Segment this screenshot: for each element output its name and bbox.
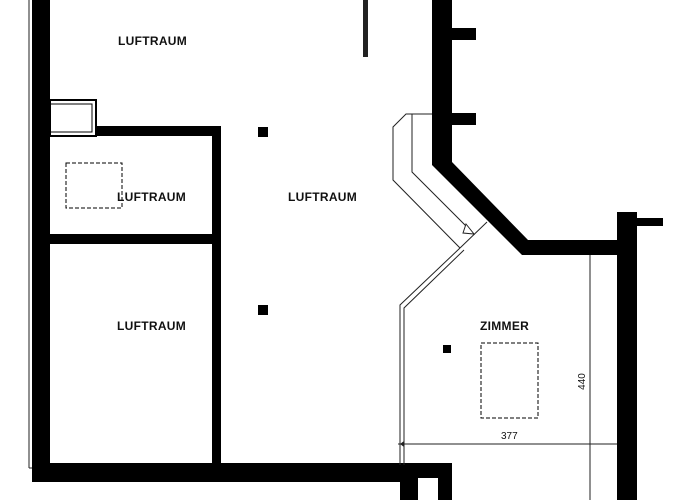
niche-box: [49, 99, 97, 137]
left-exterior-wall: [32, 0, 50, 466]
wall-stub-1: [452, 28, 476, 40]
room-label-luftraum-small-left: LUFTRAUM: [117, 190, 187, 204]
dimension-width: 377: [501, 431, 518, 442]
room-label-zimmer: ZIMMER: [480, 319, 530, 333]
pillar-3: [443, 345, 451, 353]
dimension-depth: 440: [576, 373, 588, 390]
room-label-luftraum-bottom-left: LUFTRAUM: [117, 319, 187, 333]
zimmer-wall-line-a: [399, 247, 461, 465]
pillar-1: [258, 127, 268, 137]
room-label-luftraum-center: LUFTRAUM: [288, 190, 358, 204]
right-diagonal-wall: [432, 0, 618, 255]
bottom-stub-gap: [418, 478, 438, 500]
room-label-luftraum-top-left: LUFTRAUM: [118, 34, 188, 48]
ramp-inner: [411, 114, 471, 231]
dim-arrow-left-icon: [400, 441, 404, 447]
ramp-outer: [392, 113, 461, 249]
ramp-arrow-icon: [462, 222, 476, 235]
middle-horizontal-wall: [50, 234, 220, 244]
niche-inner: [49, 103, 93, 133]
far-right-stub: [637, 218, 663, 226]
zimmer-wall-line-b: [403, 249, 465, 465]
upper-inner-wall: [95, 126, 220, 136]
wall-stub-2: [452, 113, 476, 125]
dashed-opening-zimmer: [480, 342, 539, 419]
dashed-opening-left: [65, 162, 123, 209]
pillar-2: [258, 305, 268, 315]
ramp-end-line: [459, 221, 488, 249]
far-right-wall: [617, 212, 637, 500]
bottom-exterior-wall: [32, 463, 452, 482]
top-center-bar: [363, 0, 368, 57]
center-vertical-wall: [212, 126, 221, 466]
